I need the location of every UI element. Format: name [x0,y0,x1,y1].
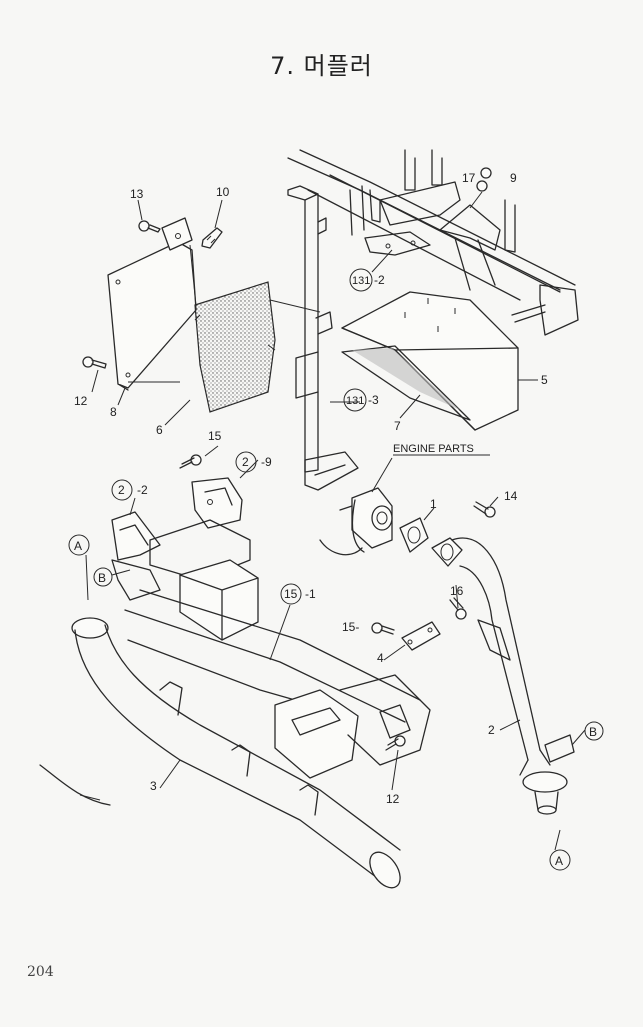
label-8: 8 [110,405,117,419]
label-15-upper: 15 [208,429,222,443]
label-14: 14 [504,489,518,503]
bracket-2-9 [179,454,243,529]
label-12-upper: 12 [74,394,88,408]
label-131-2: 131 [352,275,370,287]
leader-lines [85,199,586,851]
vertical-bracket [287,185,359,491]
label-15-1: 15 [284,587,298,601]
label-callout-b-right: B [589,725,597,739]
bolt-16 [449,597,467,620]
label-17: 17 [462,171,476,185]
callout-circle-b-right [584,721,604,741]
bolt-14 [473,501,496,518]
bolt-13 [138,220,161,233]
label-10: 10 [216,185,230,199]
bolt-15-lower [371,622,395,635]
callout-circle-a-upper [68,534,90,556]
callout-circle-2-9 [235,451,257,473]
upper-bracket-assembly [364,149,516,291]
page-number: 204 [27,964,54,980]
label-7: 7 [394,419,401,433]
heat-cover [341,291,519,431]
label-3: 3 [150,779,157,793]
callout-circle-15-1 [280,583,302,605]
insulation-pad [194,281,321,413]
label-16: 16 [450,584,464,598]
label-131-2-suffix: -2 [374,273,385,287]
heat-shield-plate [107,217,197,391]
bolt-12-upper [82,356,107,369]
label-2-9-suffix: -9 [261,455,272,469]
label-callout-a-upper: A [74,539,82,553]
bracket-2-2 [111,511,161,601]
callout-circle-a-lower [549,849,571,871]
label-12-lower: 12 [386,792,400,806]
callout-circle-b-left [93,567,113,587]
callout-circle-2-2 [111,479,133,501]
label-callout-b-left: B [98,571,106,585]
label-1: 1 [430,497,437,511]
label-13: 13 [130,187,144,201]
label-2: 2 [488,723,495,737]
label-2-2: 2 [118,483,125,497]
label-131-3: 131 [346,395,364,407]
stay-4 [401,621,441,651]
exhaust-pipe-2 [431,537,575,815]
label-6: 6 [156,423,163,437]
part-labels: 13 10 12 8 6 7 5 17 9 131 -2 131 -3 ENGI… [68,171,604,871]
clip-10 [201,227,223,249]
engine-flange [319,487,393,556]
label-5: 5 [541,373,548,387]
label-engine-parts: ENGINE PARTS [393,443,474,455]
label-2-9: 2 [242,455,249,469]
label-callout-a-lower: A [555,854,563,868]
bolt-12-lower [385,735,406,751]
page-title: 7. 머플러 [270,52,373,80]
label-4: 4 [377,651,384,665]
callout-circle-131-2 [349,268,373,292]
bolt-9 [469,167,492,209]
label-131-3-suffix: -3 [368,393,379,407]
callout-circle-131-3 [343,388,367,412]
gasket-1 [399,517,429,553]
label-9: 9 [510,171,517,185]
label-15-1-suffix: -1 [305,587,316,601]
label-15-lower: 15- [342,620,359,634]
label-2-2-suffix: -2 [137,483,148,497]
lower-frame-15-1 [124,519,431,779]
